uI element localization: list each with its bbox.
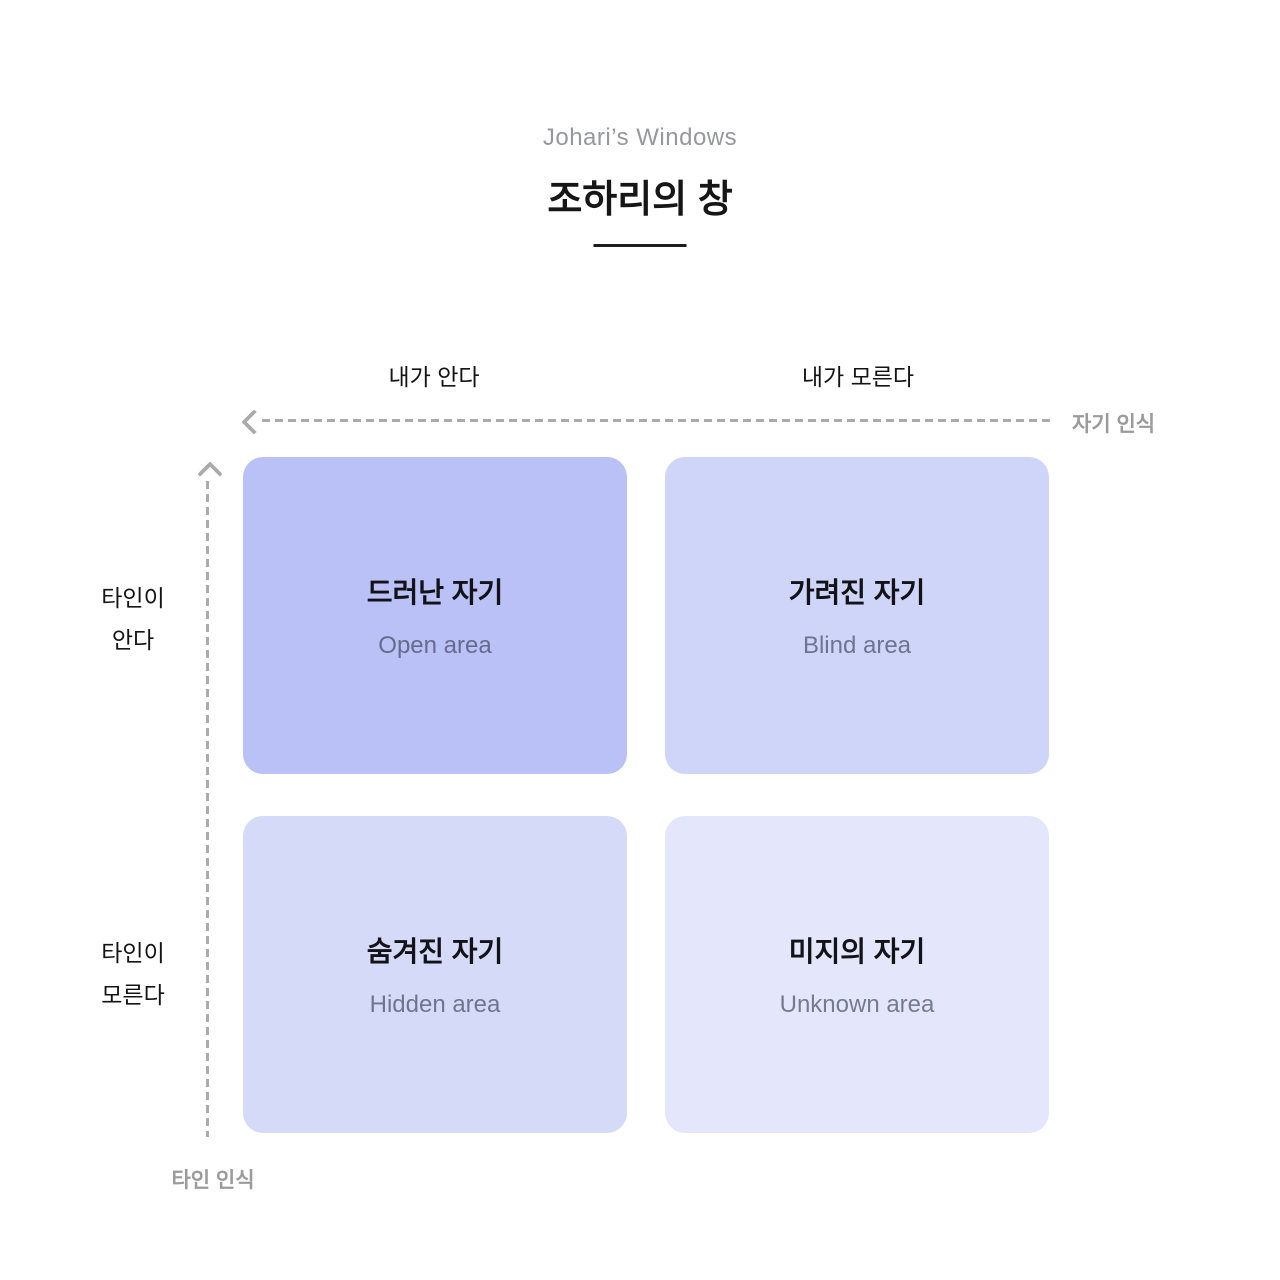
quadrant-subtitle: Hidden area [369, 991, 501, 1018]
y-axis-label-bottom: 타인이 모른다 [63, 932, 203, 1016]
x-axis-label-right: 내가 모른다 [801, 364, 915, 390]
y-axis-dashed-line [206, 481, 209, 1137]
quadrant-unknown-area: 미지의 자기 Unknown area [665, 816, 1049, 1133]
y-axis-name: 타인 인식 [171, 1169, 255, 1192]
x-axis-label-left: 내가 안다 [388, 364, 480, 390]
y-axis-label-bottom-line1: 타인이 [101, 940, 165, 966]
quadrant-title: 가려진 자기 [788, 577, 926, 608]
diagram-title: 조하리의 창 [547, 179, 733, 221]
arrow-up-icon [197, 461, 223, 487]
quadrant-title: 숨겨진 자기 [366, 936, 504, 967]
x-axis-dashed-line [262, 419, 1050, 422]
arrow-left-icon [241, 409, 267, 435]
quadrant-open-area: 드러난 자기 Open area [243, 457, 627, 774]
quadrant-subtitle: Unknown area [779, 991, 935, 1018]
y-axis-label-bottom-line2: 모른다 [101, 982, 165, 1008]
quadrant-subtitle: Open area [378, 632, 492, 659]
diagram-subtitle: Johari’s Windows [542, 124, 738, 151]
x-axis-name: 자기 인식 [1072, 413, 1156, 436]
quadrant-title: 드러난 자기 [366, 577, 504, 608]
y-axis-label-top-line1: 타인이 [101, 585, 165, 611]
title-divider [593, 244, 687, 247]
y-axis-label-top-line2: 안다 [111, 627, 155, 653]
quadrant-subtitle: Blind area [802, 632, 912, 659]
quadrant-blind-area: 가려진 자기 Blind area [665, 457, 1049, 774]
quadrant-title: 미지의 자기 [788, 936, 926, 967]
y-axis-label-top: 타인이 안다 [63, 577, 203, 661]
quadrant-hidden-area: 숨겨진 자기 Hidden area [243, 816, 627, 1133]
